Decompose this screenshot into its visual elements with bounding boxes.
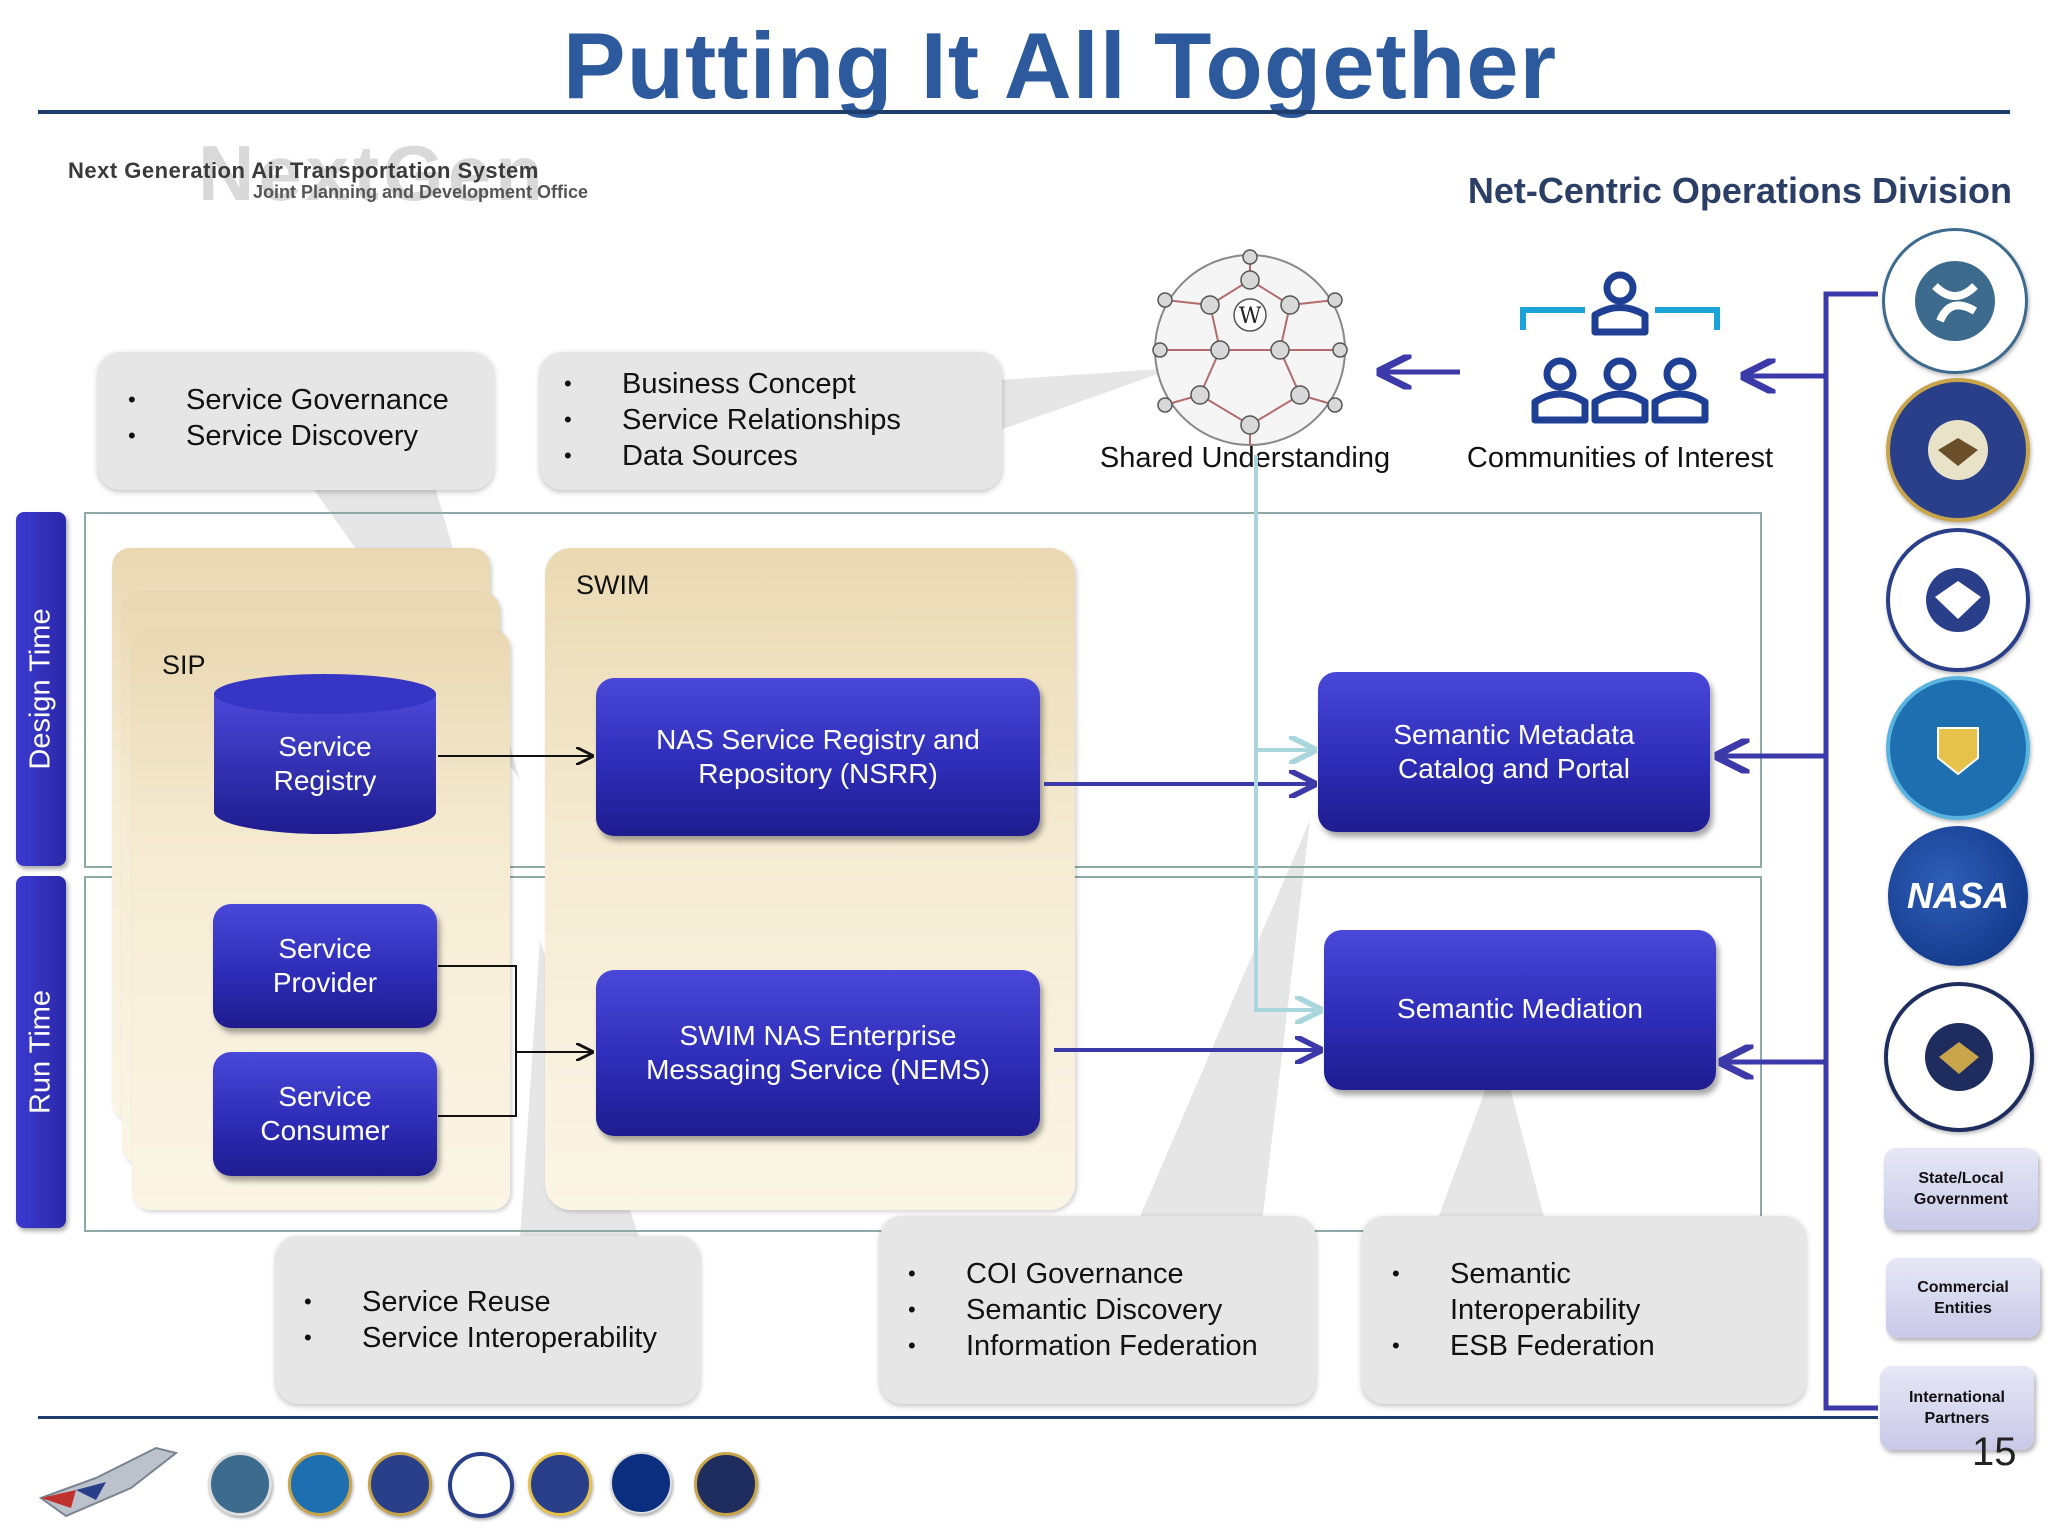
ext-line: International bbox=[1908, 1389, 2005, 1406]
nsrr-box[interactable]: NAS Service Registry and Repository (NSR… bbox=[596, 678, 1040, 836]
callout-item: ESB Federation bbox=[1392, 1328, 1806, 1364]
dot-seal-icon bbox=[1882, 228, 2028, 374]
metadata-line: Catalog and Portal bbox=[1398, 753, 1630, 784]
org-line-2: Joint Planning and Development Office bbox=[252, 182, 588, 202]
callout-item: Information Federation bbox=[908, 1328, 1316, 1364]
design-time-label: Design Time bbox=[16, 512, 66, 866]
provider-line: Provider bbox=[272, 967, 378, 998]
nextgen-jet-logo-icon bbox=[38, 1446, 179, 1518]
callout-coi: COI Governance Semantic Discovery Inform… bbox=[880, 1216, 1316, 1404]
org-header: Next Generation Air Transportation Syste… bbox=[68, 158, 588, 203]
pointer-top-mid bbox=[1000, 368, 1175, 430]
shared-understanding-label: Shared Understanding bbox=[1099, 442, 1391, 474]
callout-item: Business Concept bbox=[564, 366, 1002, 402]
callout-reuse: Service Reuse Service Interoperability bbox=[276, 1236, 700, 1404]
service-registry-cylinder[interactable] bbox=[210, 672, 440, 842]
state-local-government-box[interactable]: State/Local Government bbox=[1884, 1148, 2038, 1230]
footer-rule bbox=[38, 1416, 1878, 1419]
community-people-icon bbox=[1520, 271, 1720, 424]
svg-text:W: W bbox=[1239, 304, 1262, 329]
communities-label: Communities of Interest bbox=[1466, 442, 1774, 474]
callout-semantic: Semantic Interoperability ESB Federation bbox=[1362, 1216, 1806, 1404]
sip-label: SIP bbox=[162, 650, 206, 680]
registry-line: Registry bbox=[273, 765, 377, 796]
ext-line: Entities bbox=[1934, 1300, 1992, 1317]
bracket-provider-consumer bbox=[438, 965, 592, 1117]
callout-governance: Service Governance Service Discovery bbox=[98, 352, 494, 490]
callout-item: Semantic Discovery bbox=[908, 1292, 1316, 1328]
ostp-mini-seal-icon bbox=[694, 1452, 758, 1516]
swim-label: SWIM bbox=[576, 570, 650, 600]
molecule-sphere-icon: W bbox=[1152, 249, 1348, 446]
consumer-line: Service bbox=[278, 1081, 372, 1112]
metadata-line: Semantic Metadata bbox=[1393, 719, 1635, 750]
nems-line: Messaging Service (NEMS) bbox=[646, 1054, 990, 1085]
doc-seal-icon bbox=[1886, 676, 2030, 820]
callout-item: COI Governance bbox=[908, 1256, 1316, 1292]
callout-item: Data Sources bbox=[564, 438, 1002, 474]
ext-line: State/Local bbox=[1918, 1170, 2004, 1187]
pointer-bottom-mid bbox=[1130, 820, 1310, 1240]
dhs-mini-seal-icon bbox=[448, 1452, 514, 1518]
org-line-1: Next Generation Air Transportation Syste… bbox=[68, 158, 539, 183]
service-consumer-box[interactable]: Service Consumer bbox=[213, 1052, 437, 1176]
title-rule bbox=[38, 110, 2010, 114]
faa-mini-seal-icon bbox=[528, 1452, 592, 1516]
ext-line: Commercial bbox=[1917, 1279, 2009, 1296]
callout-item: Service Reuse bbox=[304, 1284, 700, 1320]
callout-item: Semantic bbox=[1392, 1256, 1806, 1292]
callout-item: Service Relationships bbox=[564, 402, 1002, 438]
registry-line: Service bbox=[278, 731, 372, 762]
nextgen-logo-ghost: NextGen bbox=[198, 129, 547, 217]
dod-seal-icon bbox=[1886, 378, 2030, 522]
division-name: Net-Centric Operations Division bbox=[1467, 170, 2012, 211]
nasa-mini-seal-icon bbox=[610, 1452, 672, 1514]
nsrr-line: Repository (NSRR) bbox=[698, 758, 938, 789]
service-provider-box[interactable]: Service Provider bbox=[213, 904, 437, 1028]
service-registry-label: Service Registry bbox=[210, 730, 440, 798]
mediation-text: Semantic Mediation bbox=[1397, 993, 1643, 1024]
dhs-seal-icon bbox=[1886, 528, 2030, 672]
right-bus bbox=[1823, 291, 1878, 1411]
doc-mini-seal-icon bbox=[288, 1452, 352, 1516]
callout-business: Business Concept Service Relationships D… bbox=[540, 352, 1002, 490]
page-number: 15 bbox=[1972, 1430, 2017, 1474]
ext-line: Partners bbox=[1924, 1410, 1990, 1427]
nasa-text: NASA bbox=[1906, 875, 2009, 916]
ostp-seal-icon bbox=[1884, 982, 2034, 1132]
pointer-bottom-right bbox=[1430, 1050, 1550, 1240]
nasa-seal-icon: NASA bbox=[1888, 826, 2028, 966]
nems-line: SWIM NAS Enterprise bbox=[679, 1020, 957, 1051]
af-mini-seal-icon bbox=[368, 1452, 432, 1516]
dot-mini-seal-icon bbox=[208, 1452, 272, 1516]
callout-item: Service Interoperability bbox=[304, 1320, 700, 1356]
nems-box[interactable]: SWIM NAS Enterprise Messaging Service (N… bbox=[596, 970, 1040, 1136]
nsrr-line: NAS Service Registry and bbox=[656, 724, 980, 755]
run-time-label: Run Time bbox=[16, 876, 66, 1228]
ext-line: Government bbox=[1913, 1191, 2009, 1208]
commercial-entities-box[interactable]: Commercial Entities bbox=[1886, 1258, 2040, 1338]
callout-item: Service Discovery bbox=[128, 418, 494, 454]
international-partners-box[interactable]: International Partners bbox=[1880, 1366, 2034, 1450]
semantic-mediation-box[interactable]: Semantic Mediation bbox=[1324, 930, 1716, 1090]
callout-item: Interoperability bbox=[1450, 1294, 1641, 1326]
consumer-line: Consumer bbox=[260, 1115, 390, 1146]
semantic-metadata-box[interactable]: Semantic Metadata Catalog and Portal bbox=[1318, 672, 1710, 832]
callout-item: Service Governance bbox=[128, 382, 494, 418]
provider-line: Service bbox=[278, 933, 372, 964]
page-title: Putting It All Together bbox=[562, 13, 1558, 118]
